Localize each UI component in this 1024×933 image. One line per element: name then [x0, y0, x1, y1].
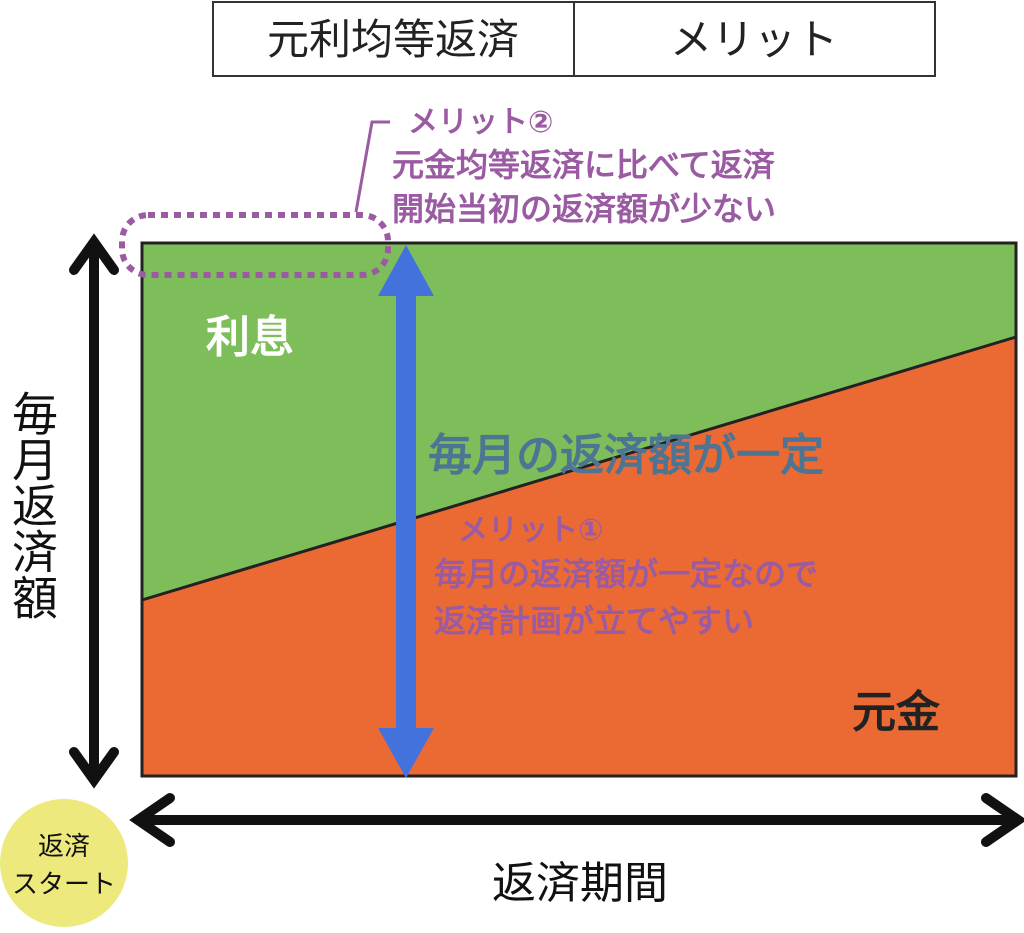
x-axis-arrow-icon	[129, 793, 1024, 847]
merit1-line1: 毎月の返済額が一定なので	[434, 555, 818, 593]
principal-area	[142, 337, 1016, 776]
chart-frame	[140, 241, 1018, 778]
header-table: 元利均等返済 メリット	[212, 1, 936, 77]
start-label-1: 返済	[38, 832, 90, 862]
merit2-line1: 元金均等返済に比べて返済	[392, 146, 776, 184]
header-right: メリット	[670, 15, 838, 64]
merit2-line2: 開始当初の返済額が少ない	[392, 190, 776, 228]
merit1-title: メリット①	[458, 513, 603, 548]
x-axis-label: 返済期間	[492, 858, 668, 909]
start-label-2: スタート	[12, 870, 116, 900]
interest-label: 利息	[206, 312, 294, 363]
start-circle	[0, 799, 128, 927]
merit1-line2: 返済計画が立てやすい	[434, 602, 754, 640]
constant-payment-label: 毎月の返済額が一定	[428, 430, 824, 481]
header-left: 元利均等返済	[267, 15, 519, 64]
principal-label: 元金	[852, 687, 941, 738]
boundary-line	[141, 335, 1017, 602]
callout-line	[354, 120, 390, 213]
y-axis-arrow-icon	[69, 233, 119, 789]
double-arrow-icon	[378, 245, 434, 778]
merit2-title: メリット②	[408, 105, 553, 140]
highlight-dotted-box	[119, 212, 391, 278]
y-axis-label: 毎月返済額	[5, 390, 59, 620]
